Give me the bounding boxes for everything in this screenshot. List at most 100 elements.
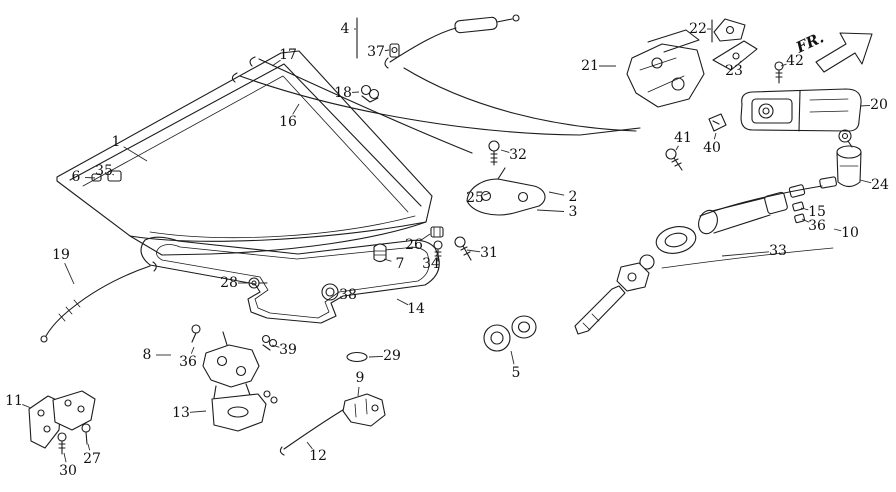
part-label-25: 25: [466, 190, 484, 206]
latch-plate-13: [211, 390, 278, 432]
part-label-36: 36: [808, 218, 826, 234]
part-label-32: 32: [509, 147, 527, 163]
grommet-38: [321, 283, 339, 301]
part-label-13: 13: [172, 405, 190, 421]
part-number-labels: 1234567891011121314151617181920212223242…: [5, 21, 889, 479]
part-label-4: 4: [341, 21, 350, 37]
leader-line-26: [421, 233, 431, 241]
part-label-6: 6: [72, 169, 81, 185]
leader-line-11: [22, 404, 32, 409]
leader-line-14: [396, 298, 409, 306]
arm-23: [712, 40, 758, 71]
part-label-18: 18: [334, 85, 352, 101]
opener-cable-19: [40, 261, 157, 343]
leader-line-2: [548, 191, 565, 196]
leader-line-5: [510, 350, 515, 365]
part-label-2: 2: [569, 189, 578, 205]
part-label-38: 38: [339, 287, 357, 303]
part-label-33: 33: [769, 243, 787, 259]
leader-line-37: [384, 49, 390, 52]
part-label-35: 35: [95, 163, 113, 179]
part-label-34: 34: [422, 256, 440, 272]
part-label-3: 3: [569, 204, 578, 220]
leader-line-27: [87, 443, 91, 451]
master-key: [574, 254, 655, 335]
part-label-11: 11: [5, 393, 23, 409]
leader-line-25: [483, 192, 491, 196]
leader-line-15: [800, 207, 809, 211]
part-label-16: 16: [279, 114, 297, 130]
part-label-29: 29: [383, 348, 401, 364]
leader-line-36: [190, 346, 195, 354]
part-label-26: 26: [405, 237, 423, 253]
clip-40: [708, 113, 727, 132]
clip-37: [389, 43, 400, 58]
part-label-19: 19: [52, 247, 70, 263]
leader-line-12: [306, 441, 313, 450]
oval-seal-29: [346, 351, 368, 363]
hinge-assembly: [626, 29, 705, 108]
part-label-5: 5: [512, 365, 521, 381]
part-label-23: 23: [725, 63, 743, 79]
leader-line-33: [721, 251, 770, 257]
part-label-17: 17: [279, 47, 297, 63]
leader-line-39: [271, 344, 280, 348]
part-label-8: 8: [143, 347, 152, 363]
part-label-14: 14: [407, 301, 425, 317]
grommet-7: [373, 243, 387, 263]
leader-line-41: [675, 145, 679, 151]
leader-line-13: [189, 410, 207, 413]
part-label-40: 40: [703, 140, 721, 156]
clip-18: [360, 84, 380, 103]
nut-26: [430, 226, 444, 238]
lock-cylinder-assembly: [655, 176, 837, 269]
leader-line-20: [859, 105, 871, 107]
part-label-28: 28: [220, 275, 238, 291]
part-label-9: 9: [356, 370, 365, 386]
bolt-31: [454, 236, 472, 261]
part-label-36: 36: [179, 354, 197, 370]
bolt-27: [81, 423, 91, 445]
part-label-12: 12: [309, 448, 327, 464]
clip-28: [248, 277, 268, 289]
leader-line-10: [833, 228, 842, 232]
leader-line-30: [63, 452, 67, 463]
hinge-bracket-11: [28, 390, 96, 449]
weatherstrip-seal: [140, 236, 440, 324]
bolt-34: [433, 240, 443, 262]
leader-line-3: [536, 209, 565, 212]
leader-line-1: [123, 146, 148, 162]
leader-line-7: [383, 258, 392, 262]
part-label-42: 42: [786, 53, 804, 69]
part-label-1: 1: [112, 134, 121, 150]
leader-line-29: [368, 355, 384, 358]
release-rods: [231, 56, 641, 154]
leader-line-32: [500, 149, 510, 153]
part-label-37: 37: [367, 44, 385, 60]
leader-line-23: [738, 60, 742, 64]
part-label-39: 39: [279, 342, 297, 358]
opener-cable: [356, 14, 637, 132]
leader-line-24: [859, 179, 872, 184]
leader-line-9: [357, 386, 360, 397]
bolt-42: [774, 61, 784, 84]
bolt-32: [488, 140, 500, 166]
part-label-20: 20: [870, 97, 888, 113]
leader-line-34: [435, 252, 439, 257]
leader-line-6: [84, 177, 96, 179]
bolt-30: [57, 432, 67, 455]
trunk-lid: [56, 50, 433, 256]
trunk-latch: [191, 324, 278, 399]
leader-line-19: [64, 263, 75, 285]
leader-line-31: [466, 249, 481, 253]
part-label-24: 24: [871, 177, 889, 193]
diagram-artwork: [28, 14, 873, 456]
part-label-22: 22: [689, 21, 707, 37]
part-label-30: 30: [59, 463, 77, 479]
leader-line-36: [801, 218, 810, 223]
bracket-22: [711, 18, 746, 43]
leader-line-42: [780, 63, 787, 67]
part-label-31: 31: [480, 245, 498, 261]
